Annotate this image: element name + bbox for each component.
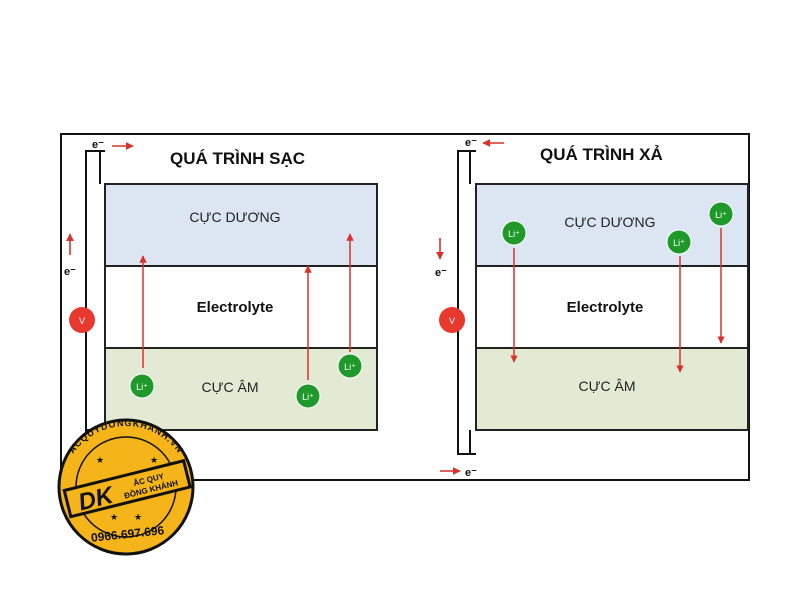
charge-li-ion: Li⁺	[337, 353, 363, 379]
charge-li-ion: Li⁺	[129, 373, 155, 399]
discharge-panel: QUÁ TRÌNH XẢ CỰC DƯƠNG Electrolyte CỰC Â…	[435, 137, 749, 479]
svg-text:Li⁺: Li⁺	[715, 210, 727, 220]
star-icon: ★	[134, 512, 142, 522]
charge-negative-label: CỰC ÂM	[201, 379, 258, 395]
charge-electrolyte-layer	[104, 265, 378, 349]
charge-electron-top: e⁻	[92, 139, 104, 151]
star-icon: ★	[110, 512, 118, 522]
discharge-voltmeter	[439, 307, 465, 333]
discharge-electron-bottom: e⁻	[465, 467, 477, 479]
star-icon: ★	[150, 455, 158, 465]
svg-text:Li⁺: Li⁺	[508, 229, 520, 239]
discharge-title: QUÁ TRÌNH XẢ	[540, 145, 663, 164]
brand-logo: ACQUYDONGKHANH.VN ★ ★ ★ ★ DK ẮC QUY ĐỒNG…	[57, 418, 195, 556]
discharge-wire-outer	[457, 150, 476, 455]
discharge-positive-label: CỰC DƯƠNG	[564, 214, 655, 230]
discharge-negative-layer	[475, 347, 749, 431]
discharge-negative-label: CỰC ÂM	[578, 378, 635, 394]
svg-text:Li⁺: Li⁺	[344, 362, 356, 372]
charge-title: QUÁ TRÌNH SẠC	[170, 149, 305, 168]
discharge-voltmeter-label: V	[449, 316, 455, 326]
discharge-electron-top: e⁻	[465, 137, 477, 149]
discharge-electrolyte-layer	[475, 265, 749, 349]
charge-electron-side: e⁻	[64, 266, 76, 278]
charge-wire-outer	[85, 150, 105, 473]
discharge-li-ion: Li⁺	[708, 201, 734, 227]
charge-electrolyte-label: Electrolyte	[197, 299, 274, 316]
charge-voltmeter-label: V	[79, 316, 85, 326]
charge-voltmeter	[69, 307, 95, 333]
charge-li-ion: Li⁺	[295, 383, 321, 409]
discharge-electrolyte-label: Electrolyte	[567, 299, 644, 316]
svg-text:Li⁺: Li⁺	[136, 382, 148, 392]
star-icon: ★	[96, 455, 104, 465]
charge-positive-layer	[104, 183, 378, 267]
svg-text:Li⁺: Li⁺	[673, 238, 685, 248]
discharge-li-ion: Li⁺	[501, 220, 527, 246]
svg-text:Li⁺: Li⁺	[302, 392, 314, 402]
discharge-electron-side: e⁻	[435, 267, 447, 279]
discharge-li-ion: Li⁺	[666, 229, 692, 255]
charge-panel: QUÁ TRÌNH SẠC CỰC DƯƠNG Electrolyte CỰC …	[64, 139, 378, 476]
charge-positive-label: CỰC DƯƠNG	[189, 209, 280, 225]
